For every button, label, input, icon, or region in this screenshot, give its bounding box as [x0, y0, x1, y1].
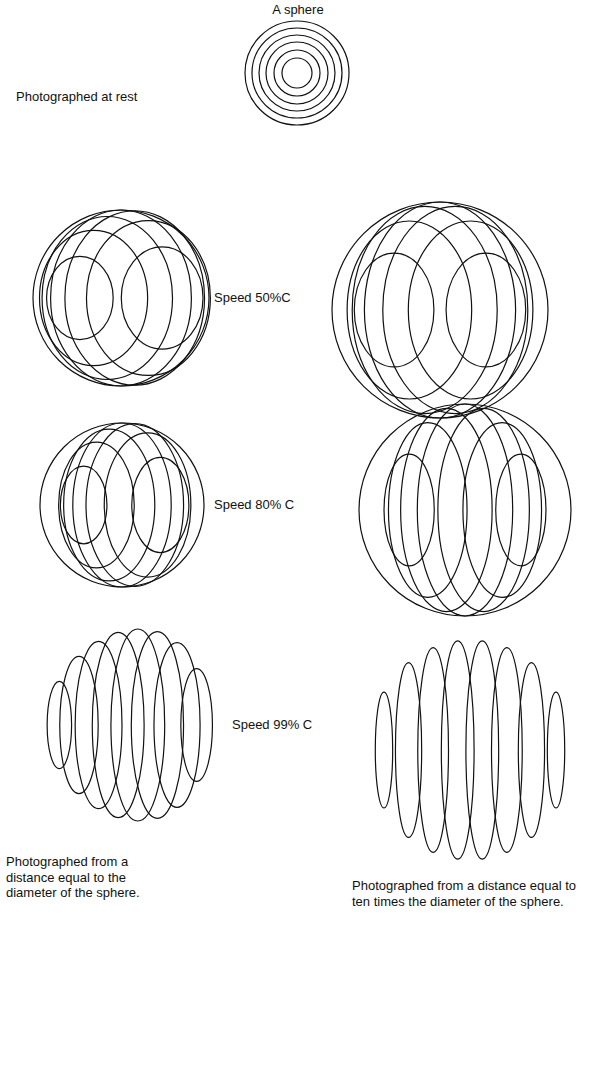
title: A sphere [258, 2, 338, 18]
slice-ellipse [47, 256, 114, 339]
speed-label: Photographed at rest [16, 89, 156, 105]
speed-label: Speed 50%C [214, 290, 326, 306]
caption-note: Photographed from a distance equal to te… [352, 878, 586, 909]
sphere-outline [40, 423, 204, 587]
slice-ellipse [417, 404, 512, 616]
slice-ellipse [401, 408, 492, 611]
slice-ellipse [60, 466, 107, 544]
slice-ellipse [104, 433, 191, 577]
slice-ellipse [40, 230, 148, 365]
slice-ellipse [111, 629, 165, 821]
caption-note: Photographed from a distance equal to th… [6, 854, 174, 901]
rest-circle [274, 50, 320, 96]
slice-ellipse [154, 643, 200, 808]
slice-ellipse [64, 429, 155, 581]
sphere-outline [359, 404, 571, 616]
rest-circle [245, 21, 349, 125]
rest-circle [266, 42, 328, 104]
slice-ellipse [491, 648, 522, 853]
slice-ellipse [121, 247, 203, 349]
slice-ellipse [463, 423, 542, 598]
sphere-outline [33, 210, 209, 386]
slice-ellipse [408, 221, 533, 399]
slice-ellipse [438, 408, 529, 611]
slice-ellipse [375, 692, 392, 808]
slice-ellipse [446, 253, 526, 367]
speed-label: Speed 99% C [232, 717, 342, 733]
slice-ellipse [384, 454, 434, 566]
slice-ellipse [364, 202, 515, 418]
slice-ellipse [441, 641, 474, 859]
slice-ellipse [354, 253, 434, 367]
slice-ellipse [132, 457, 189, 552]
slice-ellipse [59, 442, 135, 568]
slice-ellipse [418, 648, 449, 853]
slice-ellipse [347, 221, 472, 399]
speed-label: Speed 80% C [214, 497, 334, 513]
slice-ellipse [86, 424, 184, 587]
slice-ellipse [518, 663, 544, 838]
slice-ellipse [131, 632, 183, 819]
rest-circle [282, 58, 312, 88]
rest-circle [252, 28, 342, 118]
slice-ellipse [466, 641, 499, 859]
sphere-outline [332, 202, 548, 418]
slice-ellipse [496, 454, 546, 566]
slice-ellipse [352, 206, 497, 413]
slice-ellipse [86, 221, 210, 376]
slice-ellipse [65, 211, 205, 386]
slice-ellipse [181, 669, 213, 782]
ellipse-group [33, 21, 571, 859]
rest-circle [259, 35, 335, 111]
slice-ellipse [547, 692, 564, 808]
